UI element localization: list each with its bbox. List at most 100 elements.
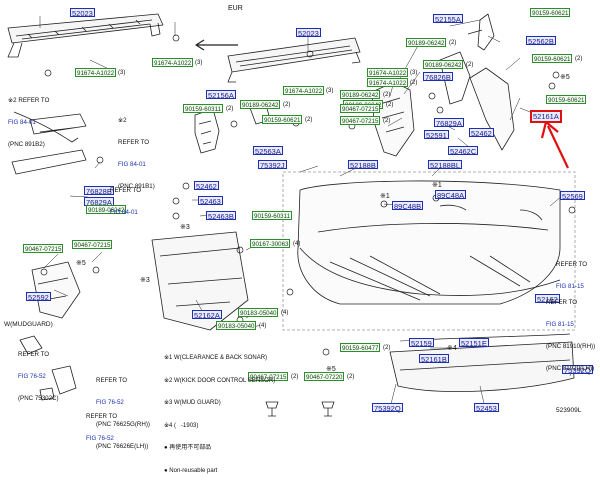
quantity: (4) xyxy=(259,323,267,329)
clip-symbols xyxy=(265,401,335,417)
part-label-52162[interactable]: 52162 xyxy=(535,294,560,304)
ref-link[interactable]: FIG 84-01 xyxy=(118,161,146,169)
hardware-label-90467-07220[interactable]: 90467-07220 xyxy=(304,372,345,381)
part-label-52562B[interactable]: 52562B xyxy=(526,36,556,46)
hardware-number: 91674-A1022 xyxy=(369,80,407,87)
marker-note-3: ※3 xyxy=(180,224,190,231)
part-label-52159[interactable]: 52159 xyxy=(409,338,434,348)
refer-to-fig-81-15[interactable]: REFER TO FIG 81-15 xyxy=(556,246,587,305)
marker-note-5: ※5 xyxy=(76,260,86,267)
hardware-label-90159-60477[interactable]: 90159-60477 xyxy=(340,343,381,352)
hardware-label-91674-a1022[interactable]: 91674-A1022 xyxy=(367,68,409,77)
ref-link[interactable]: FIG 81-15 xyxy=(556,283,584,291)
hardware-label-90159-60311[interactable]: 90159-60311 xyxy=(183,104,224,113)
part-label-52453[interactable]: 52453 xyxy=(474,403,499,413)
part-label-52156A[interactable]: 52156A xyxy=(206,90,236,100)
part-label-89C48B[interactable]: 89C48B xyxy=(392,201,424,211)
refer-to-fig-76-52[interactable]: REFER TO FIG 76-52 (PNC 75302C) xyxy=(18,336,59,417)
part-label-52563A[interactable]: 52563A xyxy=(253,146,283,156)
quantity: (2) xyxy=(449,40,457,46)
hardware-number: 90167-30063 xyxy=(252,241,289,248)
part-label-52591[interactable]: 52591 xyxy=(424,130,449,140)
ref-link[interactable]: FIG 76-52 xyxy=(96,399,124,407)
hardware-label-90159-60621[interactable]: 90159-60311 xyxy=(252,211,293,220)
hardware-number: 90159-60311 xyxy=(254,213,291,220)
part-label-76829A[interactable]: 76829A xyxy=(434,118,464,128)
hardware-label-91674-a1022[interactable]: 91674-A1022 xyxy=(367,78,409,87)
ref-link[interactable]: FIG 76-52 xyxy=(86,435,114,443)
hardware-label-90467-07215[interactable]: 90467-07215 xyxy=(72,240,113,249)
refer-to-fig-84-01[interactable]: ※2 REFER TO FIG 84-01 (PNC 891B1) xyxy=(118,102,155,206)
ref-line: ※2 REFER TO xyxy=(8,96,50,104)
quantity: (3) xyxy=(195,60,203,66)
hardware-label-90189-06242[interactable]: 90189-06242 xyxy=(423,60,464,69)
hardware-label-90189-06242[interactable]: 90189-06242 xyxy=(240,100,281,109)
ref-line: (PNC 75302C) xyxy=(18,395,59,403)
hardware-label-90167-30063[interactable]: 90167-30063 xyxy=(250,239,291,248)
hardware-label-90467-07215[interactable]: 90467-07215 xyxy=(340,104,381,113)
part-label-75392Q-left[interactable]: 75392Q xyxy=(372,403,403,413)
part-label-52463[interactable]: 52463 xyxy=(198,196,223,206)
refer-to-fig-84-01[interactable]: REFER TO FIG 84-01 xyxy=(110,172,141,231)
hardware-label-90467-07215[interactable]: 90467-07215 xyxy=(23,244,64,253)
hardware-label-90159-60311[interactable]: 90159-60621 xyxy=(530,8,571,17)
bracket-left-upper xyxy=(11,111,87,175)
diagram-artwork xyxy=(7,13,576,417)
quantity: (2) xyxy=(410,80,418,86)
marker-note-4: ※4 xyxy=(447,345,457,352)
quantity: (2) xyxy=(347,374,355,380)
refer-to-fig-76-52[interactable]: REFER TO FIG 76-52 xyxy=(86,398,117,457)
part-label-52151E[interactable]: 52151E xyxy=(459,338,489,348)
part-label-89C48A[interactable]: 89C48A xyxy=(435,190,467,200)
ref-link[interactable]: FIG 84-01 xyxy=(8,119,36,127)
part-label-52462[interactable]: 52462 xyxy=(469,128,494,138)
part-label-52023[interactable]: 52023 xyxy=(70,8,95,18)
part-label-52161A-highlighted[interactable]: 52161A xyxy=(530,110,562,123)
part-label-52162A[interactable]: 52162A xyxy=(192,310,222,320)
hardware-label-91674-a1022[interactable]: 91674-A1022 xyxy=(283,86,325,95)
hardware-label-91674-a1022[interactable]: 91674-A1022 xyxy=(75,68,117,77)
hardware-label-90189-06242[interactable]: 90189-06242 xyxy=(340,90,381,99)
marker-note-1: ※1 xyxy=(432,182,442,189)
hardware-label-90159-60621[interactable]: 90159-60621 xyxy=(262,115,303,124)
part-label-75392J[interactable]: 75392J xyxy=(258,160,287,170)
part-label-52463B[interactable]: 52463B xyxy=(206,211,236,221)
hardware-label-90467-07215[interactable]: 90467-07215 xyxy=(340,116,381,125)
quantity: (3) xyxy=(410,70,418,76)
hardware-label-90183-05040[interactable]: 90183-05040 xyxy=(216,321,257,330)
quantity: (2) xyxy=(386,102,394,108)
part-label-52023-eur[interactable]: 52023 xyxy=(296,28,321,38)
hardware-number: 90467-07215 xyxy=(342,118,379,125)
hardware-label-90159-60621[interactable]: 91674-A102290159-60621 xyxy=(532,54,573,63)
ref-link[interactable]: FIG 81-15 xyxy=(546,321,574,329)
hardware-label-90467-07215[interactable]: 90467-07215 xyxy=(248,372,289,381)
marker-note-5: ※5 xyxy=(326,366,336,373)
quantity: (2) xyxy=(283,102,291,108)
hardware-number: 90159-60621 xyxy=(534,56,571,63)
part-label-52592[interactable]: 52592 xyxy=(26,292,51,302)
hardware-label-90189-06242[interactable]: 90189-06242 xyxy=(86,205,127,214)
part-label-76828B[interactable]: 76828B xyxy=(84,186,114,196)
hardware-number: 90159-60477 xyxy=(342,345,379,352)
rear-bumper-cover xyxy=(282,171,576,331)
direction-arrow xyxy=(195,39,238,51)
part-label-52188BL[interactable]: 52188BL xyxy=(428,160,463,170)
ref-link[interactable]: FIG 84-01 xyxy=(110,209,138,217)
quantity: (2) xyxy=(305,117,313,123)
part-label-52188B[interactable]: 52188B xyxy=(348,160,378,170)
ref-link[interactable]: FIG 76-52 xyxy=(18,373,46,381)
hardware-label-90183-05040[interactable]: 90183-05040 xyxy=(238,308,279,317)
hardware-label-90159-60621[interactable]: 90159-60621 xyxy=(546,95,587,104)
refer-to-fig-84-01[interactable]: ※2 REFER TO FIG 84-01 (PNC 891B2) xyxy=(8,82,49,163)
hardware-label-90189-06242[interactable]: 90189-06242 xyxy=(406,38,447,47)
part-label-52462C[interactable]: 52462C xyxy=(448,146,479,156)
part-label-52462-left[interactable]: 52462 xyxy=(194,181,219,191)
part-label-52155A[interactable]: 52155A xyxy=(433,14,463,24)
refer-to-fig-81-15[interactable]: REFER TO FIG 81-15 (PNC 81910(RH)) (PNC … xyxy=(546,284,595,388)
part-label-52161B[interactable]: 52161B xyxy=(419,354,449,364)
hardware-label-91674-a1022[interactable]: 91674-A1022 xyxy=(152,58,194,67)
part-label-52569[interactable]: 52569 xyxy=(560,191,585,201)
part-label-75392Q[interactable]: 75392Q xyxy=(562,365,593,375)
part-label-76826B[interactable]: 76826B xyxy=(423,72,453,82)
section-mudguard: W(MUDGUARD) xyxy=(4,321,53,328)
